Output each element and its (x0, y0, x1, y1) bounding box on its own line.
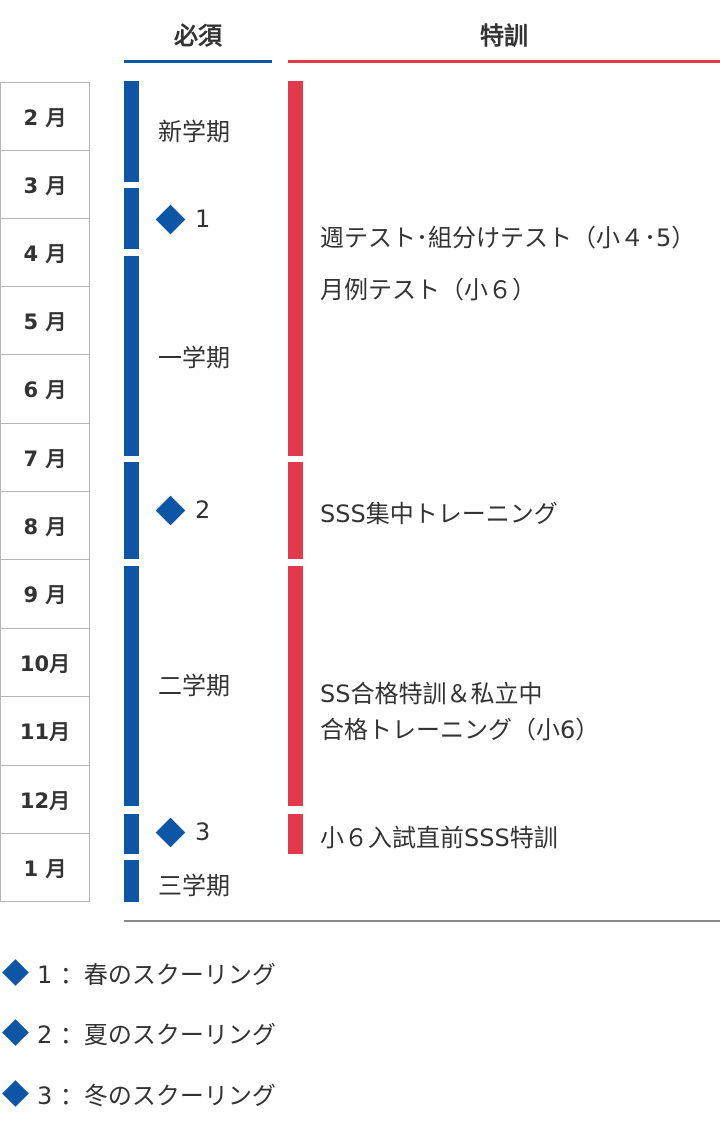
term-new-label: 新学期 (158, 118, 230, 146)
diamond-icon (155, 204, 186, 234)
term-1-label: 一学期 (158, 344, 230, 372)
legend-item: 3 ：冬のスクーリング (2, 1076, 276, 1111)
diamond-icon (2, 959, 29, 986)
month-cell: 7 月 (0, 423, 90, 492)
month-cell: 3 月 (0, 150, 90, 219)
required-header: 必須 (174, 22, 222, 50)
sss-intensive-label: SSS集中トレーニング (320, 500, 558, 528)
schooling-2-bar (124, 462, 139, 559)
diamond-icon (155, 495, 186, 525)
diamond-icon (2, 1019, 29, 1046)
schooling-1-marker: 1 (155, 204, 211, 234)
term-2-bar (124, 566, 139, 806)
term-3-label: 三学期 (158, 872, 230, 900)
schooling-3-marker: 3 (155, 817, 211, 847)
term-3-bar (124, 860, 139, 902)
legend-item: 1 ：春のスクーリング (2, 955, 276, 990)
required-header-underline (124, 60, 272, 63)
ss-training-label: SS合格特訓＆私立中 合格トレーニング（小6） (320, 676, 599, 748)
schooling-3-bar (124, 814, 139, 854)
legend-label: 1 ：春のスクーリング (37, 961, 276, 989)
diamond-icon (155, 817, 186, 847)
term-1-bar (124, 256, 139, 456)
tests-label: 週テスト･組分けテスト（小４･5） 月例テスト（小６） (320, 220, 695, 308)
month-cell: 4 月 (0, 218, 90, 287)
month-cell: 9 月 (0, 559, 90, 629)
legend-label: 2 ：夏のスクーリング (37, 1021, 276, 1049)
month-cell: 6 月 (0, 354, 90, 424)
term-2-label: 二学期 (158, 672, 230, 700)
special-header-underline (288, 60, 720, 63)
final-intensive-bar (288, 814, 303, 854)
legend-label: 3 ：冬のスクーリング (37, 1082, 276, 1110)
diamond-icon (2, 1080, 29, 1107)
baseline-divider (124, 920, 720, 922)
schooling-3-label: 3 (195, 818, 211, 846)
special-header: 特訓 (480, 22, 528, 50)
schooling-1-bar (124, 188, 139, 249)
sss-intensive-bar (288, 462, 303, 559)
month-cell: 2 月 (0, 82, 90, 151)
schooling-2-label: 2 (195, 496, 211, 524)
month-cell: 12月 (0, 765, 90, 834)
schooling-2-marker: 2 (155, 495, 211, 525)
tests-label-line1: 週テスト･組分けテスト（小４･5） (320, 224, 696, 252)
term-new-bar (124, 81, 139, 182)
ss-training-label-line2: 合格トレーニング（小6） (320, 716, 600, 744)
tests-label-line2: 月例テスト（小６） (320, 276, 536, 304)
legend-item: 2 ：夏のスクーリング (2, 1015, 276, 1050)
month-cell: 10月 (0, 628, 90, 697)
month-cell: 11月 (0, 696, 90, 766)
final-intensive-label: 小６入試直前SSS特訓 (320, 824, 558, 852)
month-cell: 1 月 (0, 833, 90, 902)
month-cell: 5 月 (0, 286, 90, 355)
month-cell: 8 月 (0, 491, 90, 560)
tests-bar (288, 81, 303, 456)
schooling-1-label: 1 (195, 205, 211, 233)
ss-training-bar (288, 566, 303, 806)
ss-training-label-line1: SS合格特訓＆私立中 (320, 680, 543, 708)
